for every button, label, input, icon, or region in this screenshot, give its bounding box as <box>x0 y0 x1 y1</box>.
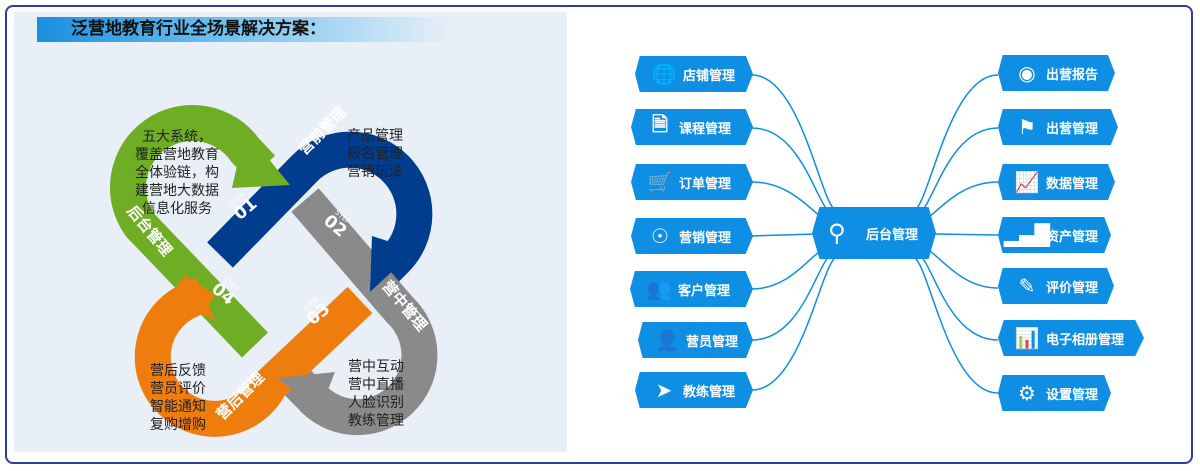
center-node[interactable]: ⚲ 后台管理 <box>812 207 936 259</box>
node-customer[interactable]: 👥客户管理 <box>630 271 753 307</box>
org-tree-icon: ☉ <box>651 224 669 248</box>
mindmap-connectors <box>751 74 999 394</box>
node-order[interactable]: 🛒订单管理 <box>631 164 753 200</box>
node-store[interactable]: 🌐店铺管理 <box>635 56 753 92</box>
arrowhead-blue <box>370 236 415 292</box>
node-camp-report[interactable]: ◉出营报告 <box>998 55 1115 91</box>
search-icon: ⚲ <box>828 219 846 247</box>
edit-icon: ✎ <box>1018 274 1036 298</box>
diagram-title: 泛营地教育行业全场景解决方案： <box>37 17 447 42</box>
outer-frame <box>5 5 1193 464</box>
chart-up-icon: 📈 <box>1014 170 1040 194</box>
node-assets[interactable]: ▂▄█资产管理 <box>998 217 1111 253</box>
node-camp-exit[interactable]: ⚑出营管理 <box>998 109 1118 145</box>
node-camper[interactable]: 👤营员管理 <box>638 322 753 358</box>
arrowhead-green <box>232 130 290 188</box>
center-node-label: 后台管理 <box>866 227 919 243</box>
gear-icon: ⚙ <box>1018 381 1036 405</box>
loop-1-description: 产品管理报名管理营销玩法 <box>347 128 403 180</box>
node-course[interactable]: 🗎课程管理 <box>631 109 753 145</box>
document-gear-icon: 🗎 <box>651 112 669 136</box>
loop-orange <box>134 275 373 437</box>
node-review[interactable]: ✎评价管理 <box>998 268 1114 304</box>
paper-plane-icon: ➤ <box>655 378 673 402</box>
arrowhead-gray <box>277 372 335 410</box>
loop-4-description: 五大系统，覆盖营地教育全体验链，构建营地大数据信息化服务 <box>135 129 219 217</box>
cart-icon: 🛒 <box>647 170 673 194</box>
loop-3-description: 营后反馈营员评价智能通知复购增购 <box>150 363 206 433</box>
node-marketing[interactable]: ☉营销管理 <box>631 218 753 254</box>
flag-icon: ⚑ <box>1018 115 1036 139</box>
report-badge-icon: ◉ <box>1018 61 1036 85</box>
loop-blue <box>207 131 433 288</box>
node-album[interactable]: 📊电子相册管理 <box>998 320 1144 356</box>
user-icon: 👤 <box>654 328 680 352</box>
arrowhead-orange <box>170 277 215 320</box>
node-coach[interactable]: ➤教练管理 <box>635 372 753 408</box>
node-settings[interactable]: ⚙设置管理 <box>998 375 1111 411</box>
loop-2-description: 营中互动营中直播人脸识别教练管理 <box>348 359 404 429</box>
users-icon: 👥 <box>646 277 672 301</box>
presentation-icon: 📊 <box>1014 326 1040 350</box>
globe-icon: 🌐 <box>651 62 677 86</box>
loop-gray <box>282 188 438 436</box>
node-data[interactable]: 📈数据管理 <box>998 164 1115 200</box>
loop-green <box>110 105 276 358</box>
bars-icon: ▂▄█ <box>1003 223 1051 247</box>
